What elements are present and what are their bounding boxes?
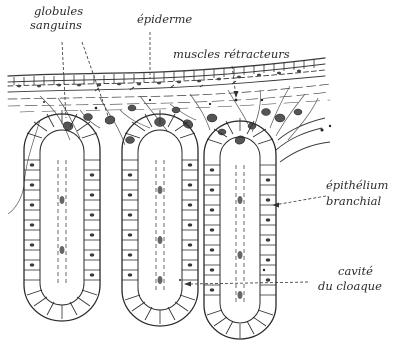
label-branchial: branchial bbox=[326, 196, 381, 207]
fold-3-nuclei bbox=[210, 168, 270, 299]
right-tissue-flap bbox=[276, 118, 330, 162]
leader-cavite bbox=[190, 282, 308, 284]
arrowhead-cavite bbox=[184, 282, 191, 287]
leader-epithelium bbox=[274, 196, 326, 205]
label-cavite: cavité bbox=[338, 266, 373, 277]
label-epithelium: épithélium bbox=[326, 180, 388, 191]
arrowhead-muscles bbox=[234, 91, 239, 98]
label-muscles-retracteurs: muscles rétracteurs bbox=[173, 49, 290, 60]
gill-fold-3 bbox=[204, 118, 276, 339]
label-globules: globules bbox=[34, 6, 83, 17]
epidermis-layer bbox=[8, 58, 330, 112]
label-du-cloaque: du cloaque bbox=[318, 281, 382, 292]
gill-fold-1 bbox=[24, 110, 100, 321]
label-sanguins: sanguins bbox=[30, 20, 82, 31]
label-epiderme: épiderme bbox=[137, 14, 192, 25]
fold-2-nuclei bbox=[128, 163, 192, 284]
